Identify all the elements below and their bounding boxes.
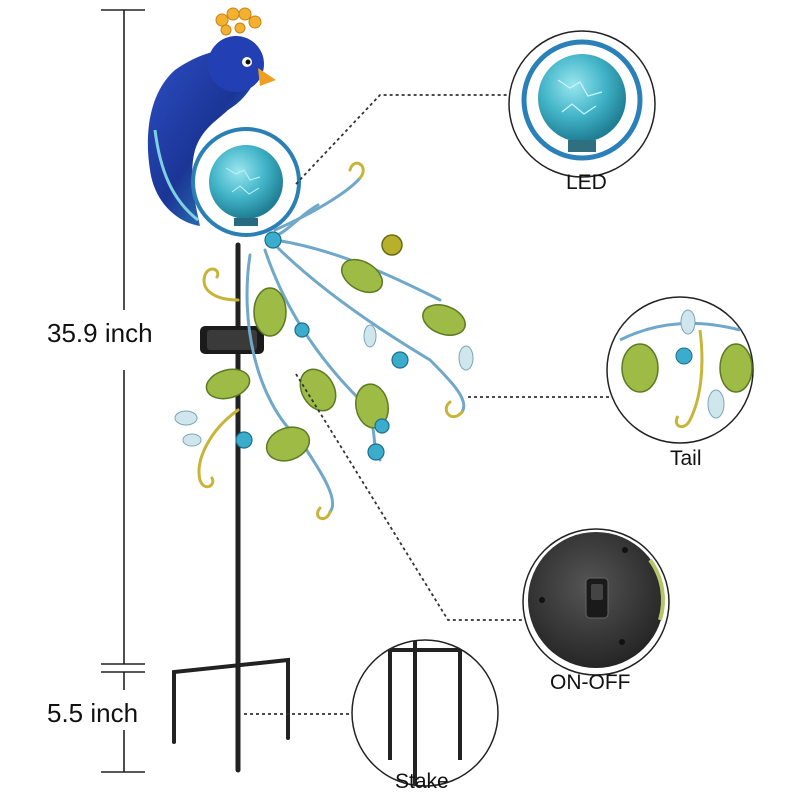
led-detail-icon xyxy=(508,30,656,178)
height-stake-label: 5.5 inch xyxy=(47,698,139,728)
switch-detail-icon xyxy=(522,528,670,676)
dimension-line xyxy=(101,9,145,773)
peacock-tail xyxy=(197,161,466,521)
callout-label-led: LED xyxy=(566,171,607,194)
solar-panel-icon xyxy=(200,326,264,354)
tail-feathers xyxy=(174,231,474,462)
led-globe xyxy=(191,127,301,237)
stake-detail-icon xyxy=(351,639,499,787)
tail-detail-icon xyxy=(606,296,754,444)
leader-lines xyxy=(244,94,610,715)
callout-label-tail: Tail xyxy=(670,447,702,470)
peacock-body xyxy=(147,7,276,227)
callout-label-stake: Stake xyxy=(395,770,449,793)
height-main-label: 35.9 inch xyxy=(47,318,153,348)
callout-label-on-off: ON-OFF xyxy=(550,671,631,694)
